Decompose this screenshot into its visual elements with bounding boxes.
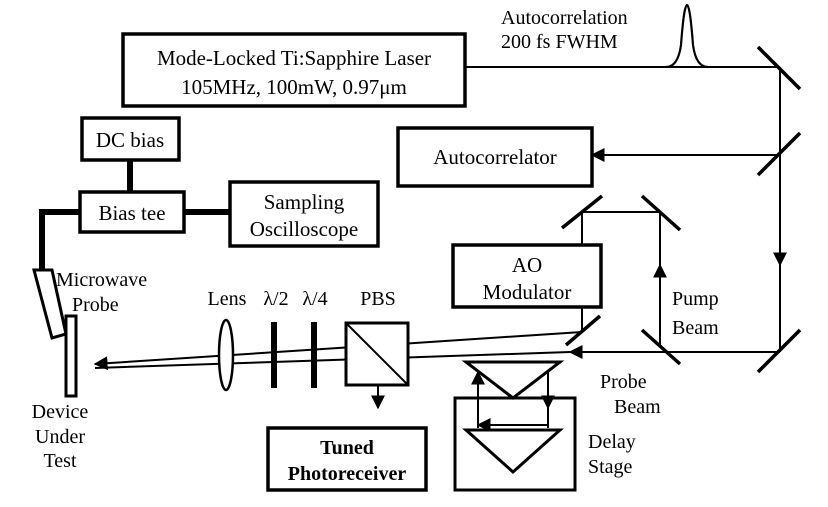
pulse-shape bbox=[665, 3, 709, 69]
mirrors bbox=[560, 45, 802, 374]
photoreceiver-box bbox=[266, 426, 428, 492]
pump-beam-to-device bbox=[93, 331, 583, 371]
pbs-cube bbox=[344, 321, 410, 387]
probe-beam-to-device bbox=[94, 351, 571, 369]
mirror-top-right bbox=[756, 45, 802, 91]
device-label-2: Under bbox=[35, 426, 85, 448]
photoreceiver-label-1: Tuned bbox=[320, 437, 374, 459]
laser-title: Mode-Locked Ti:Sapphire Laser bbox=[157, 46, 431, 70]
delay-stage-label-2: Stage bbox=[588, 456, 633, 478]
lens-label: Lens bbox=[208, 288, 247, 310]
half-wave-plate bbox=[271, 322, 277, 388]
probe-beam-label-1: Probe bbox=[600, 371, 647, 393]
oscilloscope-box bbox=[228, 180, 380, 248]
microwave-probe-label-1: Microwave bbox=[56, 269, 147, 291]
autocorrelator-label: Autocorrelator bbox=[433, 145, 557, 169]
mirror-beamsplitter bbox=[756, 131, 802, 177]
bias-tee-label: Bias tee bbox=[98, 201, 165, 225]
retro-reflector-bottom bbox=[462, 428, 564, 475]
probe-cable bbox=[39, 209, 80, 270]
mirror-pump-top-right bbox=[640, 194, 682, 232]
microwave-probe-label-2: Probe bbox=[72, 294, 119, 316]
dc-bias-label: DC bias bbox=[96, 128, 164, 152]
pbs-label: PBS bbox=[360, 288, 396, 310]
lens bbox=[217, 318, 235, 392]
probe-beam-label-2: Beam bbox=[614, 396, 661, 418]
ao-modulator-box bbox=[451, 243, 603, 309]
mirror-pump-combiner bbox=[564, 314, 602, 347]
laser-box: Mode-Locked Ti:Sapphire Laser 105MHz, 10… bbox=[121, 32, 467, 108]
ao-modulator-label-2: Modulator bbox=[483, 280, 572, 304]
half-wave-label: λ/2 bbox=[263, 288, 288, 310]
delay-stage bbox=[453, 360, 577, 492]
retro-reflector-top bbox=[461, 360, 565, 400]
pump-beam-label-2: Beam bbox=[672, 317, 719, 339]
photoreceiver-label-2: Photoreceiver bbox=[288, 463, 407, 485]
delay-stage-label-1: Delay bbox=[588, 431, 636, 453]
autocorrelation-fwhm: 200 fs FWHM bbox=[501, 31, 618, 53]
autocorrelator-box bbox=[396, 126, 594, 188]
mirror-pump-top-left bbox=[560, 194, 604, 230]
laser-specs: 105MHz, 100mW, 0.97μm bbox=[181, 75, 407, 99]
oscilloscope-label-2: Oscilloscope bbox=[250, 217, 358, 241]
mirror-pump-bottom bbox=[640, 328, 682, 366]
quarter-wave-plate bbox=[311, 322, 317, 388]
device-label-3: Test bbox=[43, 450, 76, 472]
device-label-1: Device bbox=[32, 401, 89, 423]
device-under-test bbox=[64, 314, 78, 398]
autocorrelation-label: Autocorrelation bbox=[501, 7, 628, 29]
beam-paths bbox=[93, 66, 787, 432]
pump-beam-label-1: Pump bbox=[672, 288, 719, 310]
oscilloscope-label-1: Sampling bbox=[264, 190, 345, 214]
quarter-wave-label: λ/4 bbox=[302, 288, 327, 310]
ao-modulator-label-1: AO bbox=[512, 253, 542, 277]
mirror-bottom-right bbox=[756, 328, 802, 374]
